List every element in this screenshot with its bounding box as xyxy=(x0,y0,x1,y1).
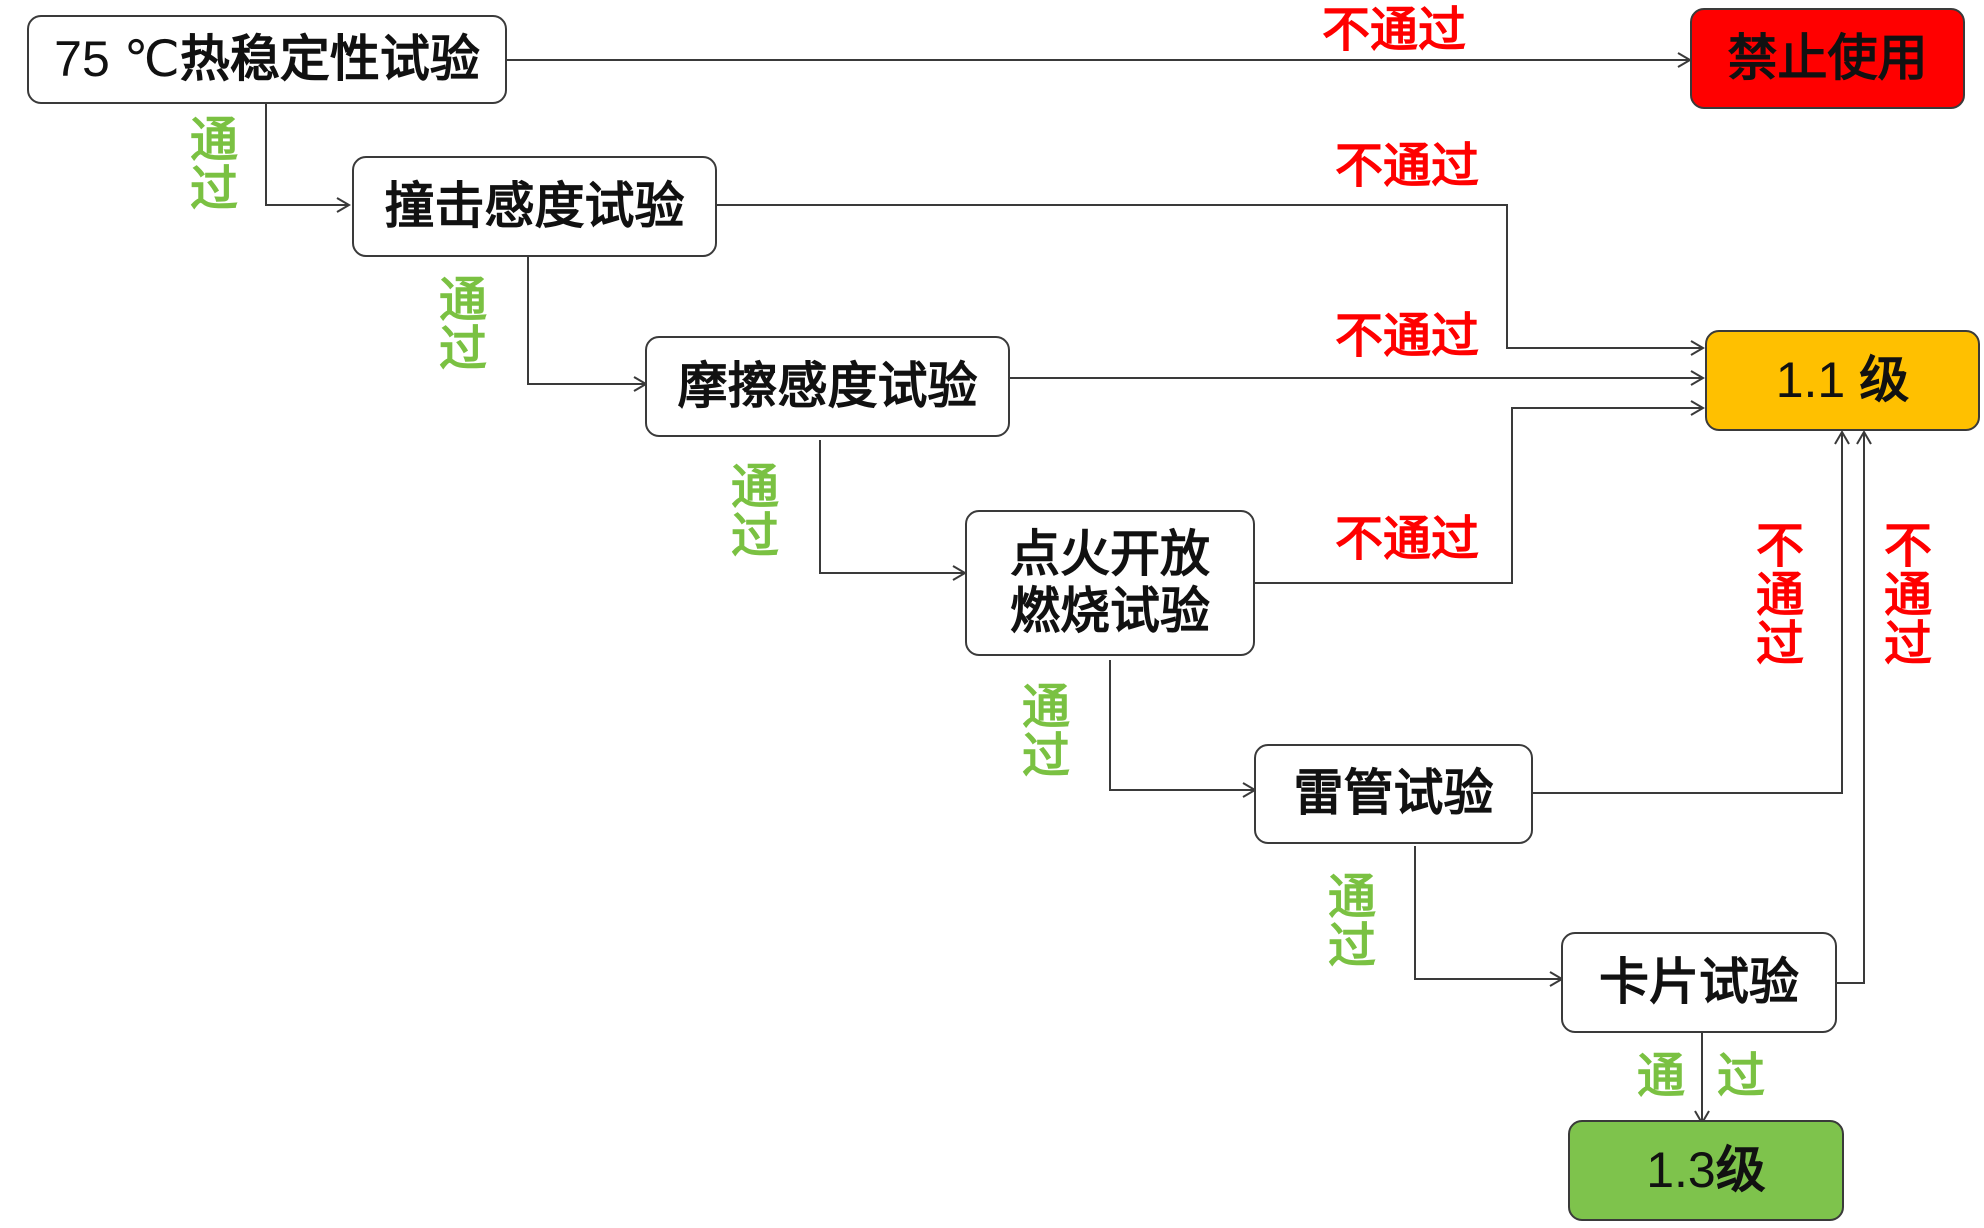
fail-label-detonator: 不通过 xyxy=(1755,518,1804,672)
thermal-temperature: 75 ℃ xyxy=(54,30,180,87)
ignition-burning-test-box: 点火开放 燃烧试验 xyxy=(965,510,1255,656)
fail-label-burn: 不通过 xyxy=(1335,511,1480,567)
pass-label-card-right: 过 xyxy=(1717,1048,1766,1104)
forbidden-result-box: 禁止使用 xyxy=(1690,8,1965,109)
class-1-3-number: 1.3 xyxy=(1646,1141,1716,1198)
fail-label-card: 不通过 xyxy=(1883,518,1932,672)
fail-label-thermal: 不通过 xyxy=(1322,2,1467,58)
class-1-3-unit: 级 xyxy=(1715,1140,1766,1199)
friction-sensitivity-test-box: 摩擦感度试验 xyxy=(645,336,1010,437)
detonator-test-name: 雷管试验 xyxy=(1293,764,1494,823)
pass-label-card-left: 通 xyxy=(1637,1048,1686,1104)
class-1-1-number: 1.1 xyxy=(1775,351,1846,408)
card-gap-test-box: 卡片试验 xyxy=(1561,932,1837,1033)
pass-label-burn: 通过 xyxy=(1021,679,1070,784)
forbidden-label: 禁止使用 xyxy=(1727,28,1928,87)
arrow-thermal-pass xyxy=(265,104,351,213)
pass-label-thermal: 通过 xyxy=(189,112,238,217)
burn-test-line1: 点火开放 xyxy=(1010,524,1210,583)
impact-test-name: 撞击感度试验 xyxy=(384,176,685,235)
fail-label-impact: 不通过 xyxy=(1335,138,1480,194)
arrow-card-fail xyxy=(1837,430,1872,984)
pass-label-friction: 通过 xyxy=(730,459,779,564)
card-test-name: 卡片试验 xyxy=(1599,952,1799,1011)
fail-label-friction: 不通过 xyxy=(1335,308,1480,364)
burn-test-line2: 燃烧试验 xyxy=(1010,582,1210,640)
arrow-detonator-fail xyxy=(1533,430,1850,794)
class-1-1-unit: 级 xyxy=(1859,350,1910,409)
arrow-impact-fail xyxy=(717,204,1705,356)
arrow-detonator-pass xyxy=(1414,846,1564,987)
thermal-test-name: 热稳定性试验 xyxy=(179,29,480,88)
arrow-burn-pass xyxy=(1109,660,1257,798)
friction-test-name: 摩擦感度试验 xyxy=(677,356,978,415)
impact-sensitivity-test-box: 撞击感度试验 xyxy=(352,156,717,257)
arrow-impact-pass xyxy=(527,255,648,392)
detonator-test-box: 雷管试验 xyxy=(1254,744,1533,844)
pass-label-impact: 通过 xyxy=(438,272,487,377)
arrow-burn-fail xyxy=(1255,400,1705,584)
arrow-friction-pass xyxy=(819,440,967,581)
pass-label-detonator: 通过 xyxy=(1327,869,1376,974)
